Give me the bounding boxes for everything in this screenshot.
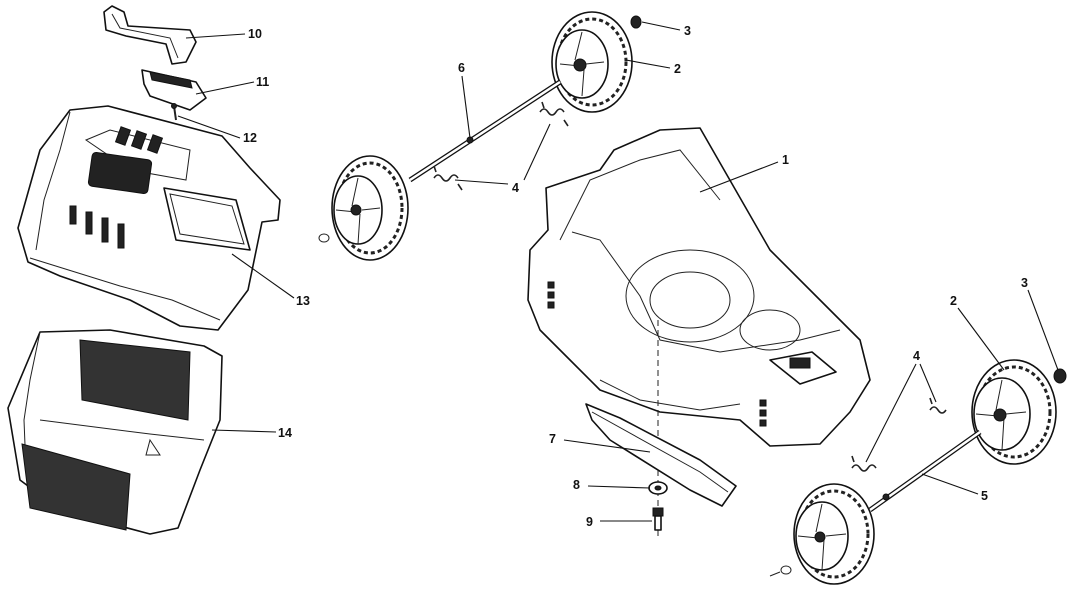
callout-9: 9 [586,515,593,529]
part-2-wheel-rear-left [551,11,633,113]
callout-11: 11 [256,75,269,89]
callout-1: 1 [782,153,789,167]
callout-6: 6 [458,61,465,75]
part-14-grass-basket [7,329,223,535]
part-6-rear-axle [408,79,562,183]
callout-5: 5 [981,489,988,503]
callout-2-top: 2 [674,62,681,76]
part-1-deck [527,127,871,540]
callout-13: 13 [296,294,310,308]
callout-8: 8 [573,478,580,492]
callout-labels: 10 11 12 13 14 6 4 3 2 1 7 8 9 3 2 4 5 [243,24,1028,529]
part-4-springs-top [433,101,569,191]
callout-4-right: 4 [913,349,920,363]
part-12-screw [171,103,177,121]
part-5-front-axle [868,429,982,513]
part-2-wheel-front-right [769,483,875,585]
part-9-bolt [652,507,664,531]
callout-4-top: 4 [512,181,519,195]
part-7-blade [585,403,737,507]
callout-2-right: 2 [950,294,957,308]
callout-3-right: 3 [1021,276,1028,290]
callout-12: 12 [243,131,257,145]
part-10-handle [103,5,197,65]
leader-lines [177,21,1059,522]
part-3-cap-top [630,15,642,29]
callout-3-top: 3 [684,24,691,38]
callout-14: 14 [278,426,292,440]
callout-7: 7 [549,432,556,446]
part-2-wheel-front-left [318,155,409,261]
part-2-wheel-rear-right [971,359,1057,465]
part-8-washer [648,481,668,495]
part-13-cover [17,105,281,331]
part-4-springs-right [851,397,947,472]
part-3-cap-right [1053,368,1067,384]
part-11-latch [141,69,207,111]
callout-10: 10 [248,27,262,41]
